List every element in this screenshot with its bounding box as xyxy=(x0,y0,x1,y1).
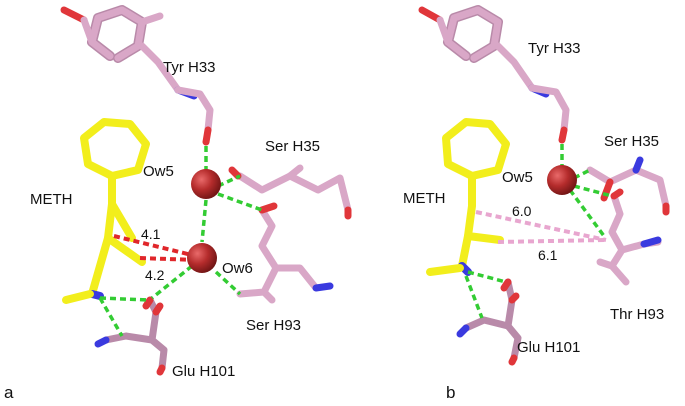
water-ow5-sphere-b xyxy=(547,165,577,195)
label-ser-h35-b: Ser H35 xyxy=(604,133,659,150)
distance-label-6-0: 6.0 xyxy=(512,203,532,219)
contact-lines-b xyxy=(475,210,607,244)
distance-label-4-1: 4.1 xyxy=(141,226,161,242)
label-meth-b: METH xyxy=(403,190,446,207)
hbond-lines-b xyxy=(464,144,613,319)
panel-b: Tyr H33 Ser H35 METH Ow5 Thr H93 Glu H10… xyxy=(403,5,670,402)
label-tyr-h33: Tyr H33 xyxy=(163,59,216,76)
label-tyr-h33-b: Tyr H33 xyxy=(528,40,581,57)
water-ow5-sphere xyxy=(191,169,221,199)
ser-h35-stick-b xyxy=(586,156,670,216)
label-ow6: Ow6 xyxy=(222,260,253,277)
ser-h93-stick xyxy=(236,202,334,304)
panel-label-b: b xyxy=(446,383,455,402)
label-glu-h101-b: Glu H101 xyxy=(517,339,580,356)
water-ow6-sphere xyxy=(187,243,217,273)
distance-label-6-1: 6.1 xyxy=(538,247,558,263)
tyr-h33-stick xyxy=(60,5,214,146)
hbond-lines-a xyxy=(98,146,263,337)
contact-lines-a xyxy=(113,234,197,262)
ser-h35-stick xyxy=(228,164,352,220)
label-thr-h93: Thr H93 xyxy=(610,306,664,323)
panel-a: Tyr H33 Ser H35 METH Ow5 Ow6 Ser H93 Glu… xyxy=(4,5,352,402)
label-ser-h93: Ser H93 xyxy=(246,317,301,334)
meth-ligand-stick xyxy=(62,118,150,304)
meth-ligand-stick-b xyxy=(426,118,510,276)
glu-h101-stick-b xyxy=(456,278,522,366)
tyr-h33-stick-b xyxy=(418,5,570,144)
thr-h93-stick xyxy=(596,188,662,286)
label-ser-h35: Ser H35 xyxy=(265,138,320,155)
panel-label-a: a xyxy=(4,383,14,402)
label-ow5: Ow5 xyxy=(143,163,174,180)
glu-h101-stick xyxy=(94,296,168,376)
distance-label-4-2: 4.2 xyxy=(145,267,165,283)
label-glu-h101: Glu H101 xyxy=(172,363,235,380)
label-meth: METH xyxy=(30,191,73,208)
label-ow5-b: Ow5 xyxy=(502,169,533,186)
